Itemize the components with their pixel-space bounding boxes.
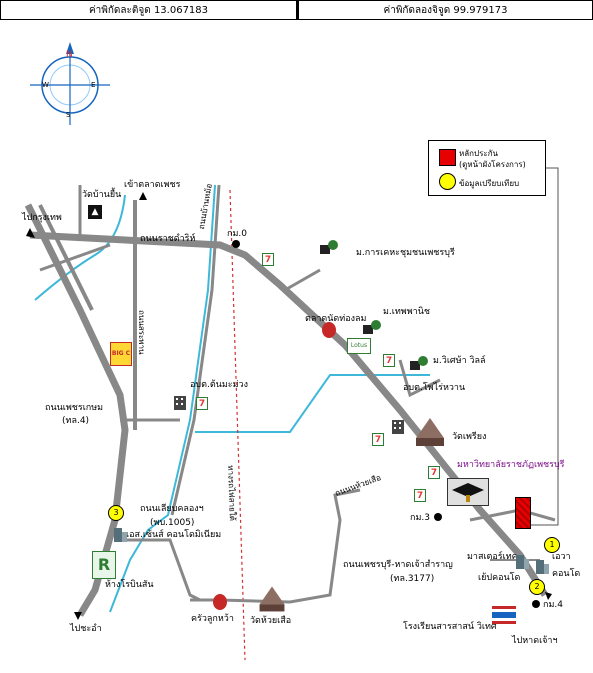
label-obt-pho-rai-wan: อบต.โพไร่หวาน: [403, 383, 466, 393]
label-asan-condo: เอส.เซ้นส์ คอนโดมิเนียม: [126, 530, 222, 540]
label-university: มหาวิทยาลัยราชภัฏเพชรบุรี: [457, 460, 565, 470]
label-aowa: เอวา: [552, 552, 571, 562]
km4-marker: [532, 600, 540, 608]
label-krua-luk-wa: ครัวลูกหว้า: [191, 614, 234, 624]
label-pb1005: (พบ.1005): [150, 518, 195, 528]
office-building-icon: [392, 420, 404, 434]
office-building-icon: [174, 396, 186, 410]
legend: หลักประกัน (ดูหน้าผังโครงการ) ข้อมูลเปรี…: [428, 140, 546, 196]
compass-west: W: [42, 81, 49, 89]
canal-right: [195, 374, 430, 433]
compare-marker-3: 3: [108, 505, 124, 521]
label-wat-phriang: วัดเพรียง: [452, 432, 487, 442]
temple-icon: [259, 586, 285, 612]
label-robinson: ห้างโรบินสัน: [105, 580, 154, 590]
arrow-market: [139, 192, 147, 200]
label-mor-thepphanich: ม.เทพพานิช: [383, 307, 430, 317]
label-wat-ban-yuen: วัดบ้านยื้น: [82, 190, 122, 200]
graduation-cap-icon: [447, 478, 489, 506]
restaurant-icon: [322, 322, 336, 338]
railway-line: [229, 189, 246, 661]
village-icon: [410, 356, 428, 370]
seven-eleven-icon: 7: [428, 466, 440, 479]
label-talad-nad: ตลาดนัดท่องลม: [305, 314, 367, 324]
label-hwy3177-road: ถนนเพชรบุรี-หาดเจ้าสำราญ: [343, 560, 453, 570]
seven-eleven-icon: 7: [372, 433, 384, 446]
canal-left: [34, 194, 126, 301]
village-icon: [320, 240, 338, 254]
label-yep-condo: เย้ปคอนโด: [478, 573, 521, 583]
compare-marker-2: 2: [529, 579, 545, 595]
km0-marker: [232, 240, 240, 248]
seven-eleven-icon: 7: [196, 397, 208, 410]
label-to-market: เข้าตลาดเพชร: [124, 180, 181, 190]
km3-marker: [434, 513, 442, 521]
lotus-logo: Lotus: [347, 338, 371, 354]
big-c-logo: BIG C: [110, 342, 132, 366]
label-sr-road: ถนนสระพาน: [137, 310, 146, 355]
longitude-text: ค่าพิกัดลองจิจูด 99.979173: [383, 5, 508, 16]
compare-marker-1: 1: [544, 537, 560, 553]
arrow-hat-chao: [545, 592, 552, 600]
restaurant-icon: [213, 594, 227, 610]
legend-project-swatch: [439, 149, 456, 166]
label-km0: กม.0: [227, 229, 247, 239]
arrow-cha-am: [74, 612, 82, 620]
tent-icon: ▲: [88, 205, 102, 219]
condo-icon: [114, 528, 127, 542]
river-main: [109, 184, 216, 613]
label-hwy3177: (ทล.3177): [390, 574, 435, 584]
legend-compare-label: ข้อมูลเปรียบเทียบ: [459, 179, 520, 188]
road-right-loop: [398, 359, 441, 398]
school-flag-icon: [492, 606, 516, 624]
label-rachawithi: ถนนราชดำริห์: [140, 234, 196, 244]
header-divider: [296, 0, 299, 20]
seven-eleven-icon: 7: [414, 489, 426, 502]
temple-icon: [416, 418, 444, 446]
compass-rose: [30, 42, 110, 125]
label-to-hat-chao: ไปหาดเจ้าฯ: [512, 636, 558, 646]
village-icon: [363, 320, 381, 334]
legend-project-sub: (ดูหน้าผังโครงการ): [459, 160, 526, 169]
label-wat-huai-suea: วัดห้วยเสือ: [250, 616, 292, 626]
arrow-bangkok: [26, 228, 35, 238]
condo-icon: [536, 560, 549, 574]
label-petchkasem: ถนนเพชรเกษม: [45, 403, 104, 413]
latitude-text: ค่าพิกัดละติจูด 13.067183: [88, 5, 209, 16]
road-top: [29, 231, 548, 597]
road-petchkasem: [24, 203, 129, 617]
label-to-cha-am: ไปชะอำ: [70, 624, 102, 634]
compass-north: N: [66, 50, 73, 60]
label-klongtung: ถนนเลียบคลองฯ: [140, 504, 204, 514]
legend-project-label: หลักประกัน: [459, 149, 499, 158]
compass-east: E: [91, 81, 96, 89]
label-school: โรงเรียนสารสาสน์ วิเทศ: [403, 622, 497, 632]
label-hwy4: (ทล.4): [62, 416, 90, 426]
label-mor-karnkheha: ม.การเคหะชุมชนเพชรบุรี: [356, 248, 455, 258]
legend-compare-swatch: [439, 173, 456, 190]
seven-eleven-icon: 7: [383, 354, 395, 367]
label-km4: กม.4: [543, 600, 563, 610]
river-main-gray: [170, 184, 221, 516]
compass-south: S: [66, 111, 71, 119]
label-km3: กม.3: [410, 513, 430, 523]
road-lower-left: [125, 538, 201, 602]
seven-eleven-icon: 7: [262, 253, 274, 266]
road-right-top: [284, 268, 321, 292]
road-petchkasem-2: [38, 204, 94, 311]
road-left-loop: [39, 243, 111, 272]
label-mor-wisetta: ม.วิเศษ้า วิลล์: [433, 356, 486, 366]
label-master-tech: มาสเตอร์เทค: [467, 552, 518, 562]
subject-property-marker: [515, 497, 531, 529]
label-condo: คอนโด: [552, 569, 581, 579]
legend-connector: [530, 167, 559, 526]
label-obt-ton-mamuang: อบต.ต้นมะม่วง: [190, 380, 248, 390]
label-to-bangkok: ไปกรุงเทพ: [22, 213, 62, 223]
robinson-logo: R: [92, 551, 116, 579]
condo-icon: [516, 555, 529, 569]
label-railway: ทางรถไฟสายใต้: [226, 465, 237, 522]
